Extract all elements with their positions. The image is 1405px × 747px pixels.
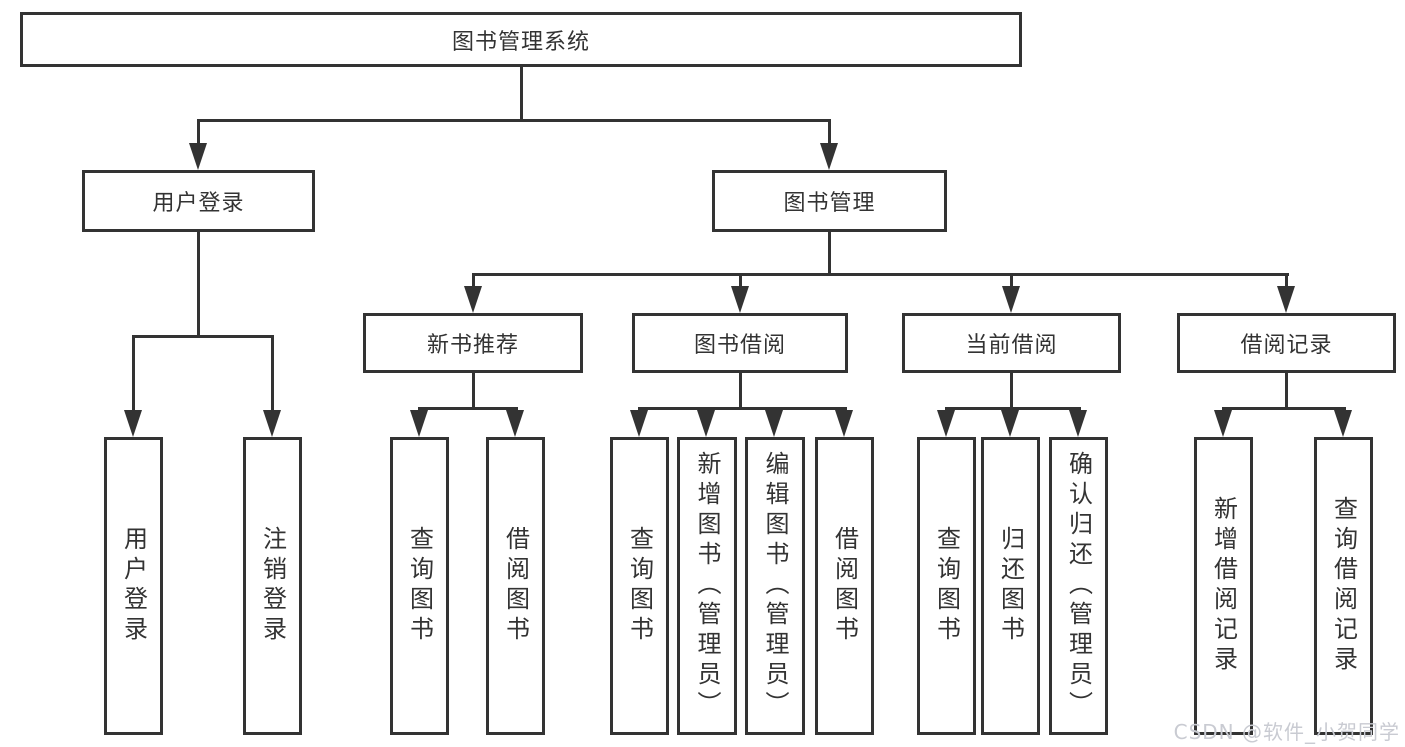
connector-records-rail — [1222, 407, 1346, 410]
arrowhead-book-borrow — [731, 286, 749, 313]
leaf-user-login-label: 用户登录 — [119, 526, 148, 646]
connector-drop-user-login — [197, 119, 200, 147]
arrowhead-user-login — [189, 143, 207, 170]
leaf-borrow-add-book-admin: 新增图书（管理员） — [677, 437, 737, 735]
connector-records-trunk — [1285, 373, 1288, 409]
node-root: 图书管理系统 — [20, 12, 1022, 67]
leaf-borrow-borrow-book-label: 借阅图书 — [830, 526, 859, 646]
connector-drop-borrow-records — [1285, 273, 1288, 289]
connector-current-trunk — [1010, 373, 1013, 409]
node-root-label: 图书管理系统 — [451, 29, 590, 55]
leaf-borrow-borrow-book: 借阅图书 — [815, 437, 874, 735]
connector-drop-leaf-logout — [271, 335, 274, 413]
arrowhead-borrow-records — [1277, 286, 1295, 313]
connector-user-login-trunk — [197, 232, 200, 337]
node-new-book-recommend: 新书推荐 — [363, 313, 583, 373]
leaf-logout-label: 注销登录 — [258, 526, 287, 646]
connector-book-management-trunk — [828, 232, 831, 276]
connector-drop-leaf-user-login — [132, 335, 135, 413]
connector-borrow-rail — [638, 407, 847, 410]
node-borrow-records-label: 借阅记录 — [1240, 333, 1333, 358]
leaf-records-add-record: 新增借阅记录 — [1194, 437, 1253, 735]
arrowhead-records-add — [1214, 410, 1232, 437]
node-book-management-label: 图书管理 — [783, 191, 876, 216]
arrowhead-leaf-logout — [263, 410, 281, 437]
leaf-newrec-query-book: 查询图书 — [390, 437, 449, 735]
arrowhead-current-query — [937, 410, 955, 437]
arrowhead-newrec-query — [410, 410, 428, 437]
connector-newrec-trunk — [472, 373, 475, 409]
arrowhead-newrec-borrow — [506, 410, 524, 437]
node-current-borrow: 当前借阅 — [902, 313, 1121, 373]
node-book-borrow: 图书借阅 — [632, 313, 848, 373]
connector-newrec-rail — [418, 407, 518, 410]
leaf-borrow-edit-book-admin: 编辑图书（管理员） — [745, 437, 805, 735]
arrowhead-leaf-user-login — [124, 410, 142, 437]
arrowhead-current-return — [1001, 410, 1019, 437]
node-new-book-recommend-label: 新书推荐 — [426, 333, 519, 358]
arrowhead-current-borrow — [1002, 286, 1020, 313]
arrowhead-new-book-recommend — [464, 286, 482, 313]
node-book-management: 图书管理 — [712, 170, 947, 232]
arrowhead-borrow-borrow — [835, 410, 853, 437]
arrowhead-borrow-edit — [765, 410, 783, 437]
connector-root-trunk — [520, 67, 523, 121]
arrowhead-current-confirm — [1069, 410, 1087, 437]
leaf-logout: 注销登录 — [243, 437, 302, 735]
arrowhead-borrow-query — [630, 410, 648, 437]
leaf-records-query-record-label: 查询借阅记录 — [1329, 496, 1358, 676]
arrowhead-borrow-add — [697, 410, 715, 437]
connector-level3-rail — [472, 273, 1289, 276]
arrowhead-book-management — [820, 143, 838, 170]
leaf-current-confirm-return-admin: 确认归还（管理员） — [1049, 437, 1108, 735]
connector-user-login-rail — [132, 335, 274, 338]
node-current-borrow-label: 当前借阅 — [965, 333, 1058, 358]
node-user-login-label: 用户登录 — [152, 191, 245, 216]
leaf-borrow-add-book-admin-label: 新增图书（管理员） — [693, 451, 721, 721]
leaf-borrow-query-book: 查询图书 — [610, 437, 669, 735]
connector-current-rail — [945, 407, 1081, 410]
csdn-watermark: CSDN @软件_小贺同学 — [1173, 720, 1400, 744]
connector-drop-new-book-recommend — [472, 273, 475, 289]
node-book-borrow-label: 图书借阅 — [693, 333, 786, 358]
connector-drop-current-borrow — [1010, 273, 1013, 289]
connector-borrow-trunk — [739, 373, 742, 409]
leaf-current-query-book-label: 查询图书 — [932, 526, 961, 646]
leaf-borrow-query-book-label: 查询图书 — [625, 526, 654, 646]
node-borrow-records: 借阅记录 — [1177, 313, 1396, 373]
connector-level2-rail — [197, 119, 831, 122]
leaf-newrec-borrow-book: 借阅图书 — [486, 437, 545, 735]
leaf-newrec-borrow-book-label: 借阅图书 — [501, 526, 530, 646]
leaf-records-query-record: 查询借阅记录 — [1314, 437, 1373, 735]
connector-drop-book-management — [828, 119, 831, 147]
leaf-records-add-record-label: 新增借阅记录 — [1209, 496, 1238, 676]
leaf-user-login: 用户登录 — [104, 437, 163, 735]
leaf-newrec-query-book-label: 查询图书 — [405, 526, 434, 646]
arrowhead-records-query — [1334, 410, 1352, 437]
leaf-current-confirm-return-admin-label: 确认归还（管理员） — [1064, 451, 1093, 721]
leaf-current-return-book-label: 归还图书 — [996, 526, 1025, 646]
leaf-current-query-book: 查询图书 — [917, 437, 976, 735]
node-user-login: 用户登录 — [82, 170, 315, 232]
leaf-current-return-book: 归还图书 — [981, 437, 1040, 735]
connector-drop-book-borrow — [739, 273, 742, 289]
leaf-borrow-edit-book-admin-label: 编辑图书（管理员） — [761, 451, 789, 721]
